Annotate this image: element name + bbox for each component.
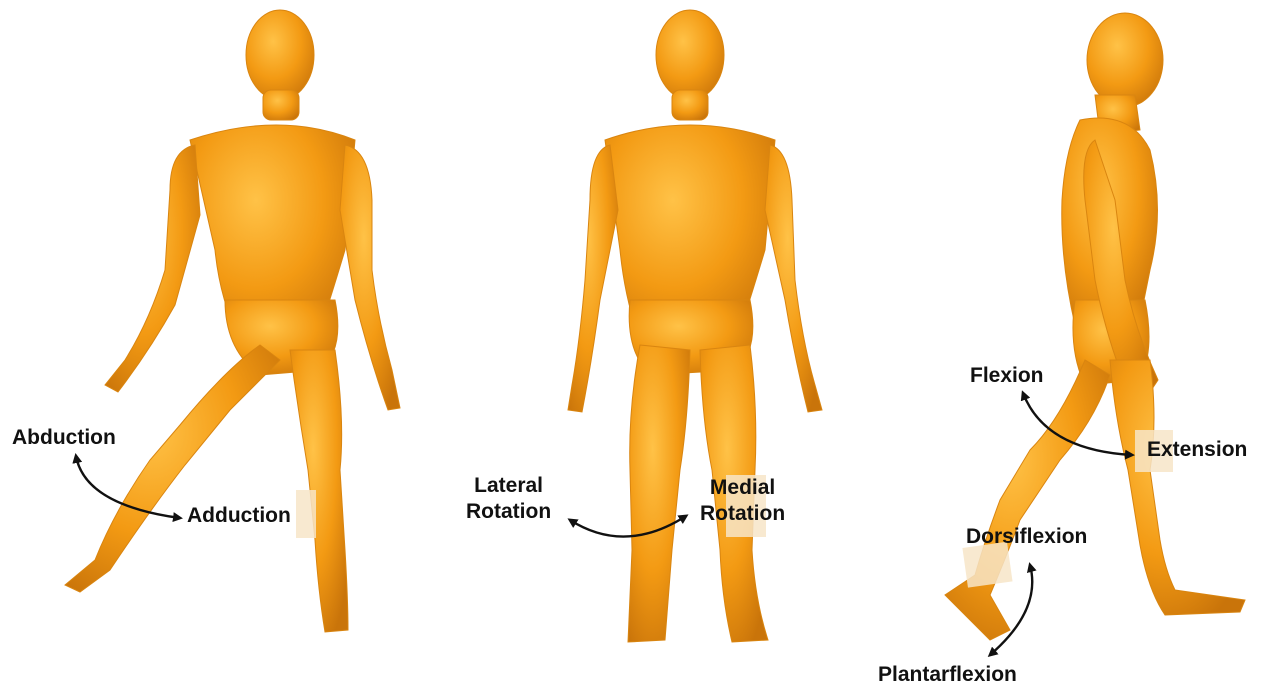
head [246,10,314,100]
lateral-rotation-line1: Lateral [466,473,551,499]
medial-rotation-line2: Rotation [700,501,785,527]
lateral-rotation-line2: Rotation [466,499,551,525]
extension-label: Extension [1147,437,1247,463]
left-arm [568,145,618,412]
figure-rotation [568,10,822,642]
adduction-label: Adduction [187,503,291,529]
raised-leg [65,345,280,592]
neck [672,90,708,120]
left-arm [105,145,200,392]
adduction-highlight [296,490,316,538]
neck [263,90,299,120]
figure-abduction [65,10,400,632]
flexion-label: Flexion [970,363,1044,389]
medial-rotation-line1: Medial [700,475,785,501]
left-leg [628,345,690,642]
medial-rotation-label: Medial Rotation [700,475,785,527]
head [656,10,724,100]
abduction-label: Abduction [12,425,116,451]
right-arm [765,145,822,412]
plantarflexion-label: Plantarflexion [878,662,1017,688]
head [1087,13,1163,107]
right-arm [340,145,400,410]
dorsiflexion-label: Dorsiflexion [966,524,1087,550]
lateral-rotation-label: Lateral Rotation [466,473,551,525]
front-leg [1110,360,1245,615]
